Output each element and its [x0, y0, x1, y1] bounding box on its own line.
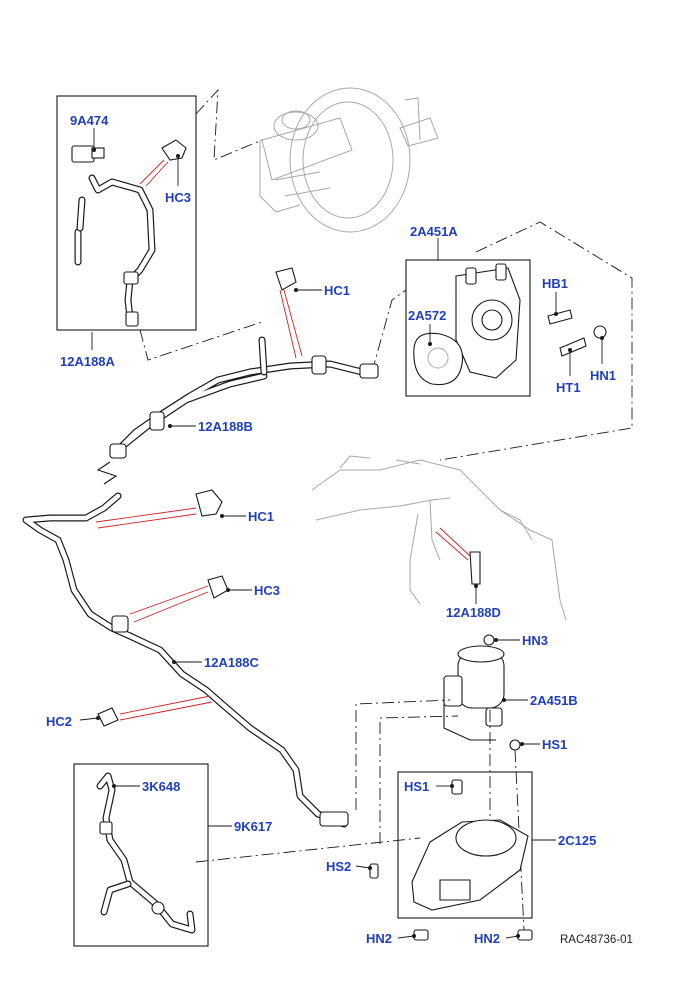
clip-HC3-mid	[207, 575, 229, 599]
label-9A474: 9A474	[70, 113, 109, 128]
leaders	[79, 128, 604, 939]
clip-HC3-top	[161, 139, 187, 161]
label-2A572: 2A572	[408, 308, 446, 323]
label-3K648: 3K648	[142, 779, 180, 794]
clip-HC1-mid	[195, 489, 223, 517]
label-HS1-top: HS1	[542, 737, 567, 752]
label-HS2: HS2	[326, 859, 351, 874]
label-HN1: HN1	[590, 368, 616, 383]
label-9K617: 9K617	[234, 819, 272, 834]
label-HN2-left: HN2	[366, 931, 392, 946]
label-12A188B: 12A188B	[198, 419, 253, 434]
gasket-2A572	[413, 332, 464, 386]
hose-12A188D	[469, 551, 481, 585]
hose-12A188A-group	[56, 95, 197, 331]
label-HC1-top: HC1	[324, 283, 350, 298]
label-HS1-bracket: HS1	[404, 779, 429, 794]
label-HN2-right: HN2	[474, 931, 500, 946]
clip-HC1-top	[275, 267, 297, 291]
nut-HN2-left	[413, 929, 429, 941]
nut-HN2-right	[517, 929, 533, 941]
brake-booster-ghost	[259, 87, 439, 233]
hose-harness-ghost	[311, 455, 567, 621]
bracket-2C125-group	[369, 771, 533, 941]
pump-2A451B-group	[443, 634, 521, 751]
screw-HS2	[369, 863, 379, 879]
label-12A188D: 12A188D	[446, 605, 501, 620]
clip-HC2	[97, 707, 119, 727]
reference-code: RAC48736-01	[560, 934, 633, 946]
label-12A188A: 12A188A	[60, 354, 116, 369]
label-2A451A: 2A451A	[410, 224, 458, 239]
nut-HN3	[483, 634, 495, 646]
nut-HN1	[593, 325, 607, 339]
screw-HS1-top	[509, 739, 521, 751]
bolt-HB1	[547, 309, 573, 325]
callout-labels: 9A474 HC3 12A188A 2A451A 2A572 HB1 HT1 H…	[46, 113, 633, 946]
label-12A188C: 12A188C	[204, 655, 260, 670]
label-HB1: HB1	[542, 276, 568, 291]
hose-12A188B-12A188C	[22, 267, 379, 828]
label-HC1-mid: HC1	[248, 509, 274, 524]
label-2C125: 2C125	[558, 833, 596, 848]
sensor-9A474	[71, 145, 95, 163]
label-HC2: HC2	[46, 714, 72, 729]
label-2A451B: 2A451B	[530, 693, 578, 708]
label-HC3-top: HC3	[165, 190, 191, 205]
valve-2A451A-group	[405, 259, 607, 397]
label-HC3-mid: HC3	[254, 583, 280, 598]
label-HN3: HN3	[522, 633, 548, 648]
hose-9K617-group	[73, 763, 209, 947]
stud-HT1	[559, 337, 587, 357]
label-HT1: HT1	[556, 380, 581, 395]
